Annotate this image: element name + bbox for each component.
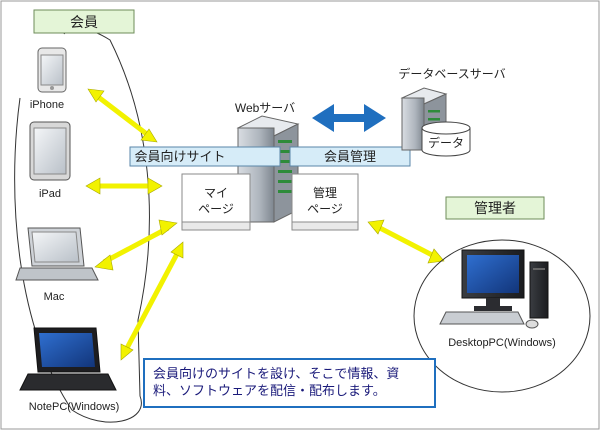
iphone-icon [37, 47, 67, 93]
member-label-text: 会員 [70, 14, 98, 30]
admin-page-window: 管理 ページ [291, 173, 359, 231]
web-server-label: Webサーバ [235, 101, 295, 115]
my-page-line2: ページ [198, 202, 234, 216]
member-group-label: 会員 [33, 9, 135, 34]
blue-arrow-web-db [312, 104, 386, 132]
my-page-window: マイ ページ [181, 173, 251, 231]
database-cylinder-icon: データ [421, 121, 471, 157]
member-admin-bar: 会員管理 [289, 146, 411, 167]
admin-page-line2: ページ [307, 202, 343, 216]
yellow-arrow-iphone [87, 88, 158, 143]
member-site-label: 会員向けサイト [134, 149, 225, 164]
ipad-label: iPad [39, 188, 61, 200]
description-note: 会員向けのサイトを設け、そこで情報、資 料、ソフトウェアを配信・配布します。 [143, 358, 436, 408]
iphone-label: iPhone [30, 99, 64, 111]
admin-group-outline [413, 239, 591, 393]
desktop-label: DesktopPC(Windows) [448, 337, 556, 349]
notepc-label: NotePC(Windows) [29, 401, 119, 413]
note-line-1: 会員向けのサイトを設け、そこで情報、資 [153, 366, 400, 381]
data-label: データ [428, 135, 464, 150]
admin-page-line1: 管理 [313, 185, 337, 200]
db-server-label: データベースサーバ [398, 66, 505, 81]
admin-label-text: 管理者 [474, 200, 516, 216]
yellow-arrow-admin [367, 219, 445, 264]
yellow-arrow-ipad [85, 177, 163, 195]
admin-group-label: 管理者 [445, 196, 545, 220]
yellow-arrow-mac [94, 219, 178, 271]
mac-label: Mac [44, 291, 65, 303]
note-line-2: 料、ソフトウェアを配信・配布します。 [153, 383, 386, 398]
member-site-bar: 会員向けサイト [129, 146, 281, 167]
yellow-arrow-notepc [120, 241, 184, 361]
my-page-line1: マイ [204, 186, 228, 200]
notepc-laptop-icon [19, 327, 117, 391]
member-admin-label: 会員管理 [324, 149, 376, 164]
ipad-icon [29, 121, 71, 181]
desktop-pc-icon [439, 249, 549, 329]
mac-laptop-icon [15, 227, 99, 281]
